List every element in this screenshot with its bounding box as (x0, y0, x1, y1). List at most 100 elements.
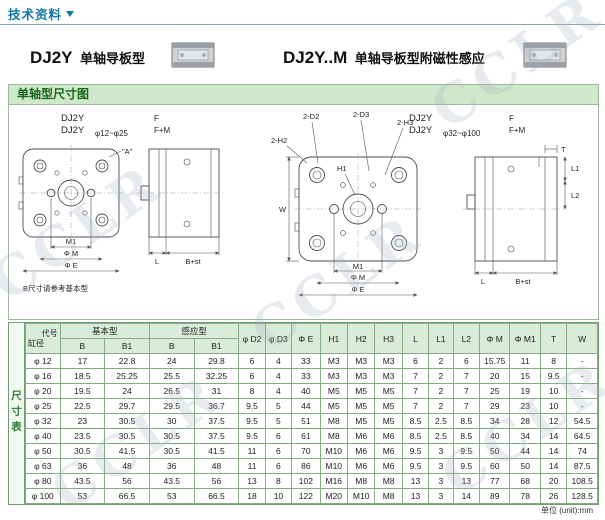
table-cell: 56 (193, 473, 240, 489)
label-h1: H1 (337, 164, 347, 173)
table-cell: 37.5 (193, 428, 240, 444)
model-label: DJ2Y (409, 125, 433, 136)
table-cell: M3 (319, 368, 348, 384)
label-2d3: 2-D3 (353, 110, 369, 119)
right-w-dimension: W (279, 156, 299, 262)
type-label-f: F (154, 114, 159, 123)
table-cell: 19 (509, 383, 541, 399)
table-cell: 2.5 (428, 428, 454, 444)
table-cell: 41.5 (193, 443, 240, 459)
table-cell: M6 (374, 428, 403, 444)
table-cell: 78 (509, 488, 541, 504)
table-cell: 8 (264, 473, 293, 489)
table-cell: M6 (346, 458, 376, 474)
table-cell: M3 (374, 353, 403, 369)
dim-label-l: L (155, 257, 159, 266)
table-cell: 66.5 (193, 488, 240, 504)
table-cell: 7 (401, 368, 430, 384)
table-cell: 29 (479, 398, 511, 414)
table-cell: M10 (346, 488, 376, 504)
table-cell: 8 (539, 353, 568, 369)
label-2d2: 2-D2 (303, 112, 319, 121)
table-cell: 18.5 (59, 368, 106, 384)
bore-cell: φ 12 (25, 353, 61, 369)
table-cell: 36 (59, 458, 106, 474)
table-cell: 8.5 (452, 413, 481, 429)
table-cell: 74 (566, 443, 598, 459)
table-cell: 15.75 (479, 353, 511, 369)
table-cell: M8 (319, 413, 348, 429)
table-cell: 44 (509, 443, 541, 459)
table-cell: 29.5 (148, 398, 195, 414)
col-subheader: B1 (104, 338, 150, 354)
table-cell: 25 (479, 383, 511, 399)
table-cell: M6 (346, 428, 376, 444)
table-cell: M16 (319, 473, 348, 489)
table-cell: 102 (291, 473, 321, 489)
table-cell: 50 (509, 458, 541, 474)
bore-cell: φ 80 (25, 473, 61, 489)
unit-note: 单位 (unit):mm (541, 506, 593, 515)
right-product-title: DJ2Y..M 单轴导板型附磁性感应 (283, 48, 485, 68)
table-cell: 70 (291, 443, 321, 459)
table-cell: 6 (401, 353, 430, 369)
model-name: DJ2Y (30, 48, 73, 67)
table-cell: 36 (148, 458, 195, 474)
dimension-table: 代号 缸径 基本型 感应型 φ D2 φ D3 Φ E H1 H2 H3 L L… (25, 323, 598, 504)
table-cell: 9.5 (452, 458, 481, 474)
table-cell: 7 (452, 383, 481, 399)
table-cell: M20 (319, 488, 348, 504)
table-cell: 9.5 (539, 368, 568, 384)
table-cell: 30 (148, 413, 195, 429)
table-cell: 26.5 (148, 383, 195, 399)
table-cell: M5 (374, 383, 403, 399)
table-cell: 86 (291, 458, 321, 474)
col-header-sensing: 感应型 (148, 323, 240, 339)
table-cell: M5 (319, 383, 348, 399)
left-note: B尺寸请参考基本型 (23, 283, 89, 293)
bore-cell: φ 40 (25, 428, 61, 444)
table-cell: M8 (374, 473, 403, 489)
table-cell: 40 (291, 383, 321, 399)
bore-range-label: φ32~φ100 (443, 129, 481, 138)
table-cell: 30.5 (148, 443, 195, 459)
table-cell: 89 (479, 488, 511, 504)
table-cell: 15 (509, 368, 541, 384)
col-header-basic: 基本型 (59, 323, 150, 339)
table-cell: 61 (291, 428, 321, 444)
table-cell: 2.5 (428, 413, 454, 429)
label-2h3: 2-H3 (397, 118, 413, 127)
col-header-bore-label: 缸径 (28, 338, 44, 348)
table-cell: 8.5 (401, 413, 430, 429)
table-cell: 68 (509, 473, 541, 489)
col-header: φ D3 (264, 323, 293, 354)
section-title: 单轴型尺寸图 (9, 85, 598, 105)
table-cell: 128.5 (566, 488, 598, 504)
table-cell: 24 (148, 353, 195, 369)
table-cell: 9.5 (238, 398, 266, 414)
table-cell: 23 (509, 398, 541, 414)
table-cell: 28 (509, 413, 541, 429)
table-cell: 8 (238, 383, 266, 399)
left-front-dimensions: M1 Φ M Φ E B尺寸请参考基本型 (22, 198, 120, 293)
col-header-code-label: 代号 (41, 328, 58, 338)
right-side-view: T L1 L2 L B+st (463, 145, 579, 286)
table-cell: 32.25 (193, 368, 240, 384)
table-cell: 3 (428, 443, 454, 459)
table-cell: 14 (539, 443, 568, 459)
table-cell: 53 (59, 488, 106, 504)
table-cell: 6 (264, 443, 293, 459)
table-cell: M10 (319, 443, 348, 459)
table-cell: 36.7 (193, 398, 240, 414)
table-cell: 11 (509, 353, 541, 369)
table-side-label: 尺寸表 (9, 323, 25, 504)
table-cell: M8 (346, 473, 376, 489)
table-header-row: 代号 缸径 基本型 感应型 φ D2 φ D3 Φ E H1 H2 H3 L L… (25, 323, 598, 354)
table-cell: M6 (374, 458, 403, 474)
table-cell: M6 (346, 443, 376, 459)
table-cell: 3 (428, 458, 454, 474)
